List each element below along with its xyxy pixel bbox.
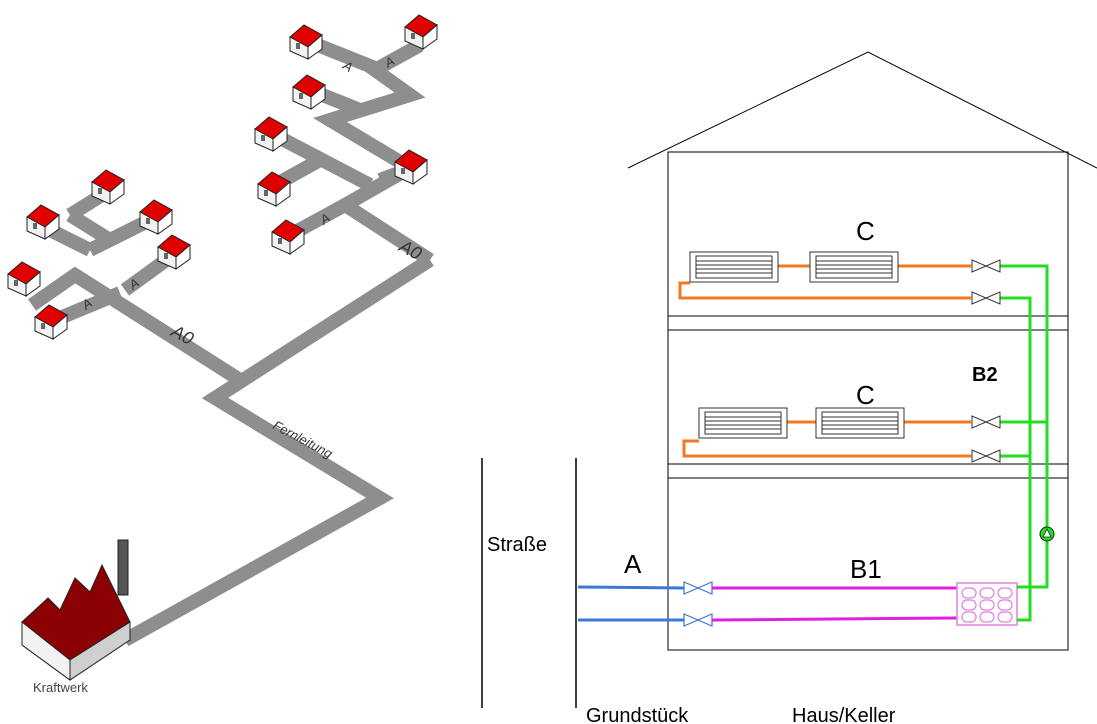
valve-icon: [683, 613, 713, 627]
radiator-pipes: [678, 264, 972, 458]
pump-icon: [1039, 526, 1055, 542]
valve-icon: [683, 581, 713, 595]
valve-icon: [971, 259, 1001, 273]
radiator-icon: [809, 251, 899, 283]
basement-pipes: [711, 586, 958, 622]
property-label: Grundstück: [586, 705, 689, 724]
radiator-icon: [815, 407, 905, 439]
radiator-label: C: [856, 380, 875, 410]
radiator-label: C: [856, 216, 875, 246]
riser-label: B2: [972, 364, 998, 386]
street-label: Straße: [487, 534, 547, 556]
main-branch-upper: [313, 38, 434, 266]
branch-pipe: [66, 209, 114, 246]
power-plant-icon: [21, 539, 131, 681]
basement-line-label: B1: [850, 554, 882, 584]
radiator-icon: [689, 251, 779, 283]
service-line-label: A: [624, 549, 642, 579]
heat-exchanger-icon: [956, 582, 1018, 626]
network-pipes: [27, 33, 434, 647]
riser-pipes: [1000, 264, 1049, 622]
power-plant-label: Kraftwerk: [33, 680, 88, 695]
house-icon: [292, 74, 326, 110]
house-label: Haus/Keller: [792, 705, 896, 724]
radiator-icon: [698, 407, 788, 439]
house-icon: [289, 24, 323, 60]
house-icon: [7, 261, 41, 297]
valve-icon: [971, 415, 1001, 429]
service-pipes: [577, 585, 685, 622]
main-branch-lower: [27, 266, 244, 386]
valve-icon: [971, 291, 1001, 305]
building-outline: [627, 51, 1097, 651]
trunk-line: [121, 254, 434, 647]
valve-icon: [971, 449, 1001, 463]
